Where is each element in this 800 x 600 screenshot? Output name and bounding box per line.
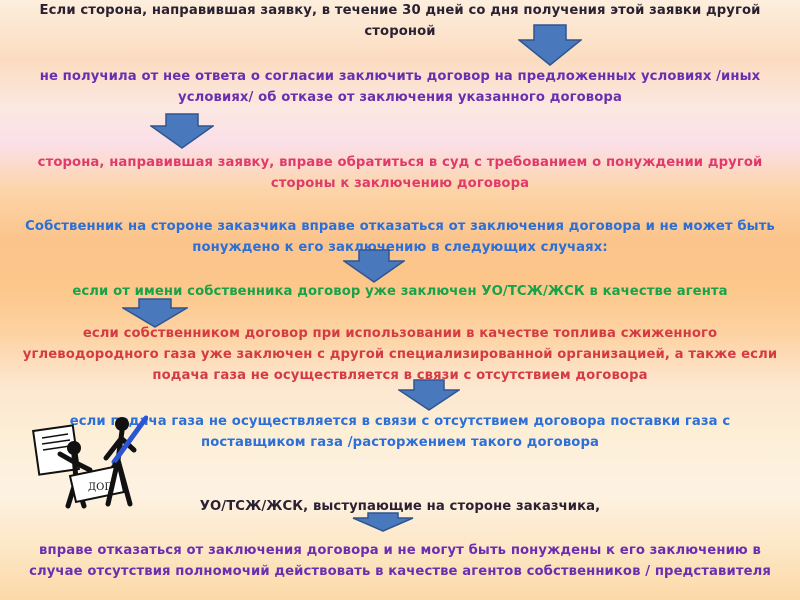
paragraph-no-response: не получила от нее ответа о согласии зак… — [39, 69, 761, 105]
paragraph-agent: если от имени собственника договор уже з… — [72, 284, 728, 299]
signing-figures-illustration: ДОГ — [30, 408, 149, 510]
paragraph-gas-supply: если подача газа не осуществляется в свя… — [69, 414, 731, 450]
svg-text:ДОГ: ДОГ — [88, 482, 111, 493]
paragraph-refusal: вправе отказаться от заключения договора… — [29, 543, 771, 579]
down-arrow-icon — [398, 379, 460, 411]
down-arrow-icon — [343, 249, 405, 283]
paragraph-court: сторона, направившая заявку, вправе обра… — [37, 155, 763, 191]
paragraph-management: УО/ТСЖ/ЖСК, выступающие на стороне заказ… — [199, 499, 601, 514]
down-arrow-icon — [150, 113, 214, 149]
down-arrow-icon — [122, 298, 188, 328]
down-arrow-icon — [518, 24, 582, 66]
paragraph-owner: Собственник на стороне заказчика вправе … — [25, 219, 775, 255]
paragraph-intro: Если сторона, направившая заявку, в тече… — [39, 3, 761, 39]
down-arrow-icon — [352, 512, 414, 532]
paragraph-lpg: если собственником договор при использов… — [22, 326, 778, 383]
